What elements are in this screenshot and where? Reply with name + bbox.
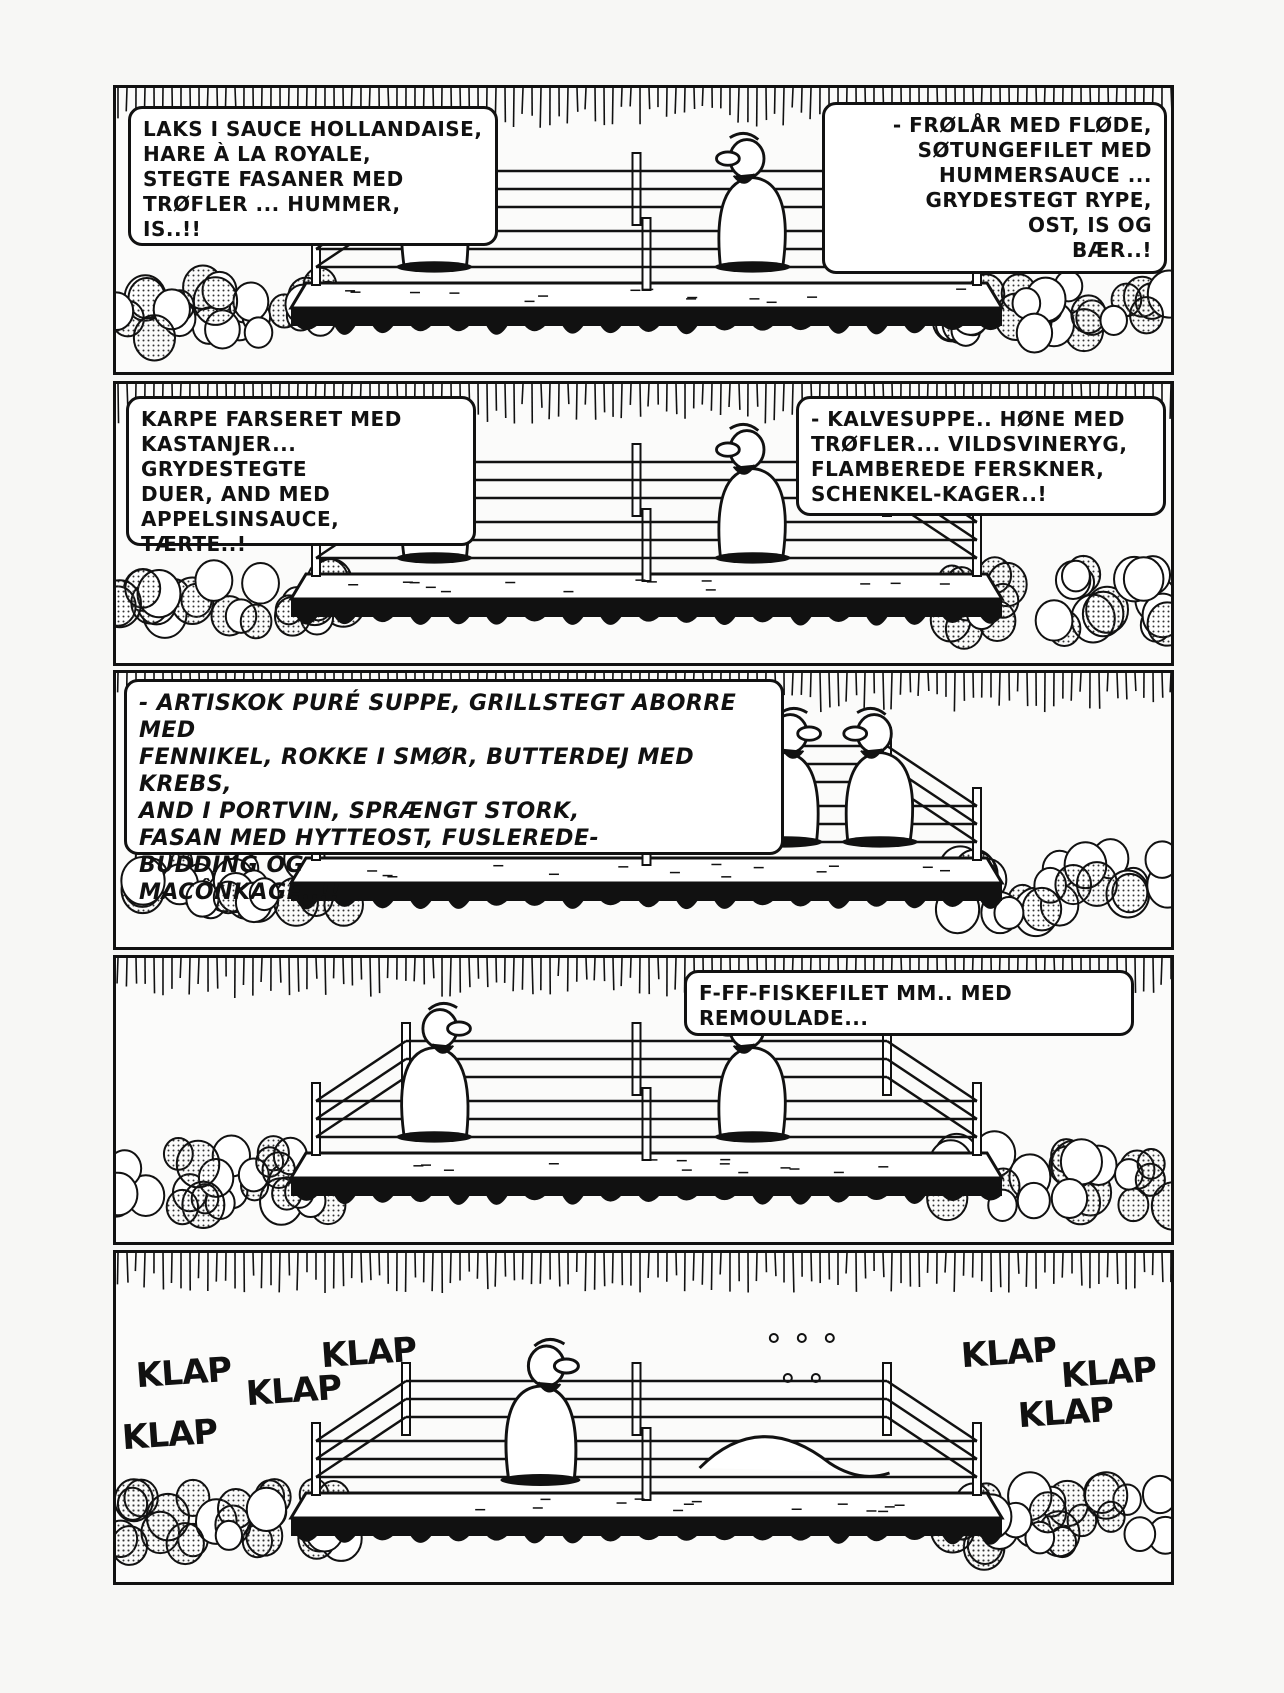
panel-2-right-speech-bubble: - KALVESUPPE.. HØNE MED TRØFLER... VILDS… — [796, 396, 1166, 516]
panel-1-left-speech-bubble: LAKS I SAUCE HOLLANDAISE, HARE À LA ROYA… — [128, 106, 498, 246]
panel-5: KLAP KLAP KLAP KLAP KLAP KLAP KLAP — [113, 1250, 1174, 1585]
boxing-ring — [288, 1022, 1005, 1205]
boxing-ring — [288, 443, 1005, 626]
characters — [396, 1002, 791, 1143]
audience-background — [116, 1253, 1171, 1293]
panel-1-right-speech-bubble: - FRØLÅR MED FLØDE, SØTUNGEFILET MED HUM… — [822, 102, 1167, 274]
panel-2: KARPE FARSERET MED KASTANJER... GRYDESTE… — [113, 381, 1174, 666]
klap-sound-effect-4: KLAP — [120, 1411, 219, 1459]
boxing-ring — [288, 152, 1005, 335]
panel-3: - ARTISKOK PURÉ SUPPE, GRILLSTEGT ABORRE… — [113, 670, 1174, 950]
panel-4: F-FF-FISKEFILET MM.. MED REMOULADE... — [113, 955, 1174, 1245]
klap-sound-effect-3: KLAP — [319, 1329, 418, 1377]
klap-sound-effect-7: KLAP — [1016, 1389, 1115, 1437]
klap-sound-effect-5: KLAP — [959, 1329, 1058, 1377]
panel-4-speech-bubble: F-FF-FISKEFILET MM.. MED REMOULADE... — [684, 970, 1134, 1036]
characters — [500, 1333, 891, 1486]
panel-1-art — [116, 88, 1171, 362]
panel-4-art — [116, 958, 1171, 1231]
panel-3-speech-bubble: - ARTISKOK PURÉ SUPPE, GRILLSTEGT ABORRE… — [124, 679, 784, 905]
panel-1: LAKS I SAUCE HOLLANDAISE, HARE À LA ROYA… — [113, 85, 1174, 375]
panel-5-art — [116, 1253, 1171, 1571]
panel-2-left-speech-bubble: KARPE FARSERET MED KASTANJER... GRYDESTE… — [126, 396, 476, 556]
boxing-ring — [288, 1362, 1005, 1545]
klap-sound-effect-1: KLAP — [134, 1349, 233, 1397]
